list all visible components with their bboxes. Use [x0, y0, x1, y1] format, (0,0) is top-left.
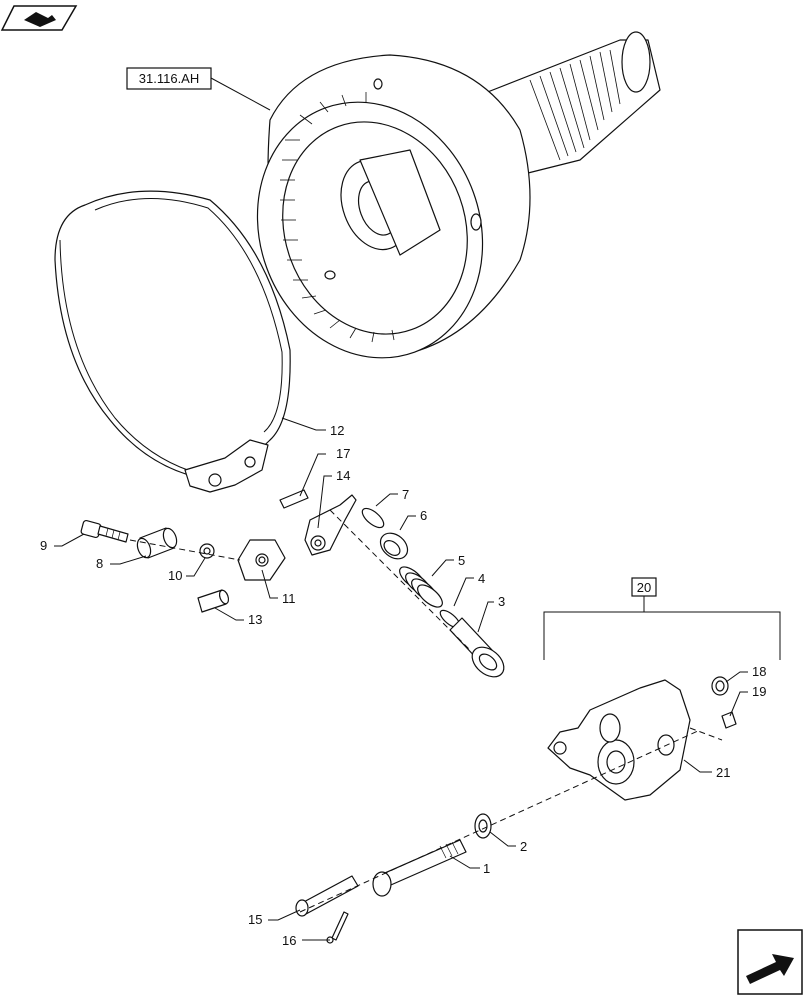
- reference-link[interactable]: 31.116.AH: [126, 67, 212, 90]
- sleeve-8: [136, 527, 178, 559]
- callout-8: 8: [96, 556, 103, 571]
- reference-label: 31.116.AH: [139, 71, 199, 86]
- book-icon[interactable]: [0, 5, 78, 31]
- callout-6: 6: [420, 508, 427, 523]
- callout-9: 9: [40, 538, 47, 553]
- nut-10: [199, 543, 215, 559]
- pin-13: [197, 589, 230, 613]
- callout-2: 2: [520, 839, 527, 854]
- housing-21: [547, 679, 691, 801]
- o-ring-7: [361, 507, 385, 529]
- callout-21: 21: [716, 765, 730, 780]
- callout-19: 19: [752, 684, 766, 699]
- callout-1: 1: [483, 861, 490, 876]
- next-page-arrow-icon[interactable]: [737, 929, 803, 995]
- screw-19: [721, 711, 737, 729]
- washer-2: [474, 813, 492, 839]
- callout-10: 10: [168, 568, 182, 583]
- bolt-9: [80, 519, 129, 543]
- piston-6: [379, 532, 409, 560]
- callout-5: 5: [458, 553, 465, 568]
- callout-3: 3: [498, 594, 505, 609]
- plug-18: [711, 676, 729, 696]
- callout-11: 11: [282, 591, 296, 606]
- callout-7: 7: [402, 487, 409, 502]
- split-pin-16: [326, 911, 349, 944]
- callout-13: 13: [248, 612, 262, 627]
- pin-17: [279, 489, 309, 509]
- callout-12: 12: [330, 423, 344, 438]
- callout-15: 15: [248, 912, 262, 927]
- callout-4: 4: [478, 571, 485, 586]
- carrier-drum: [256, 31, 661, 359]
- valve-stem-3: [449, 617, 505, 678]
- group-20: 20: [543, 577, 781, 660]
- brake-band: [54, 190, 291, 493]
- group-label: 20: [637, 580, 651, 595]
- callout-14: 14: [336, 468, 350, 483]
- callout-16: 16: [282, 933, 296, 948]
- assembly-lines: [129, 509, 723, 913]
- spring-5: [399, 566, 443, 608]
- lever-14: [304, 494, 357, 556]
- bolt-1: [372, 839, 467, 897]
- bracket-11: [237, 539, 286, 581]
- callout-18: 18: [752, 664, 766, 679]
- callouts: 1 2 3 4 5 6 7 8 9 10 11 12 13: [40, 417, 766, 948]
- callout-17: 17: [336, 446, 350, 461]
